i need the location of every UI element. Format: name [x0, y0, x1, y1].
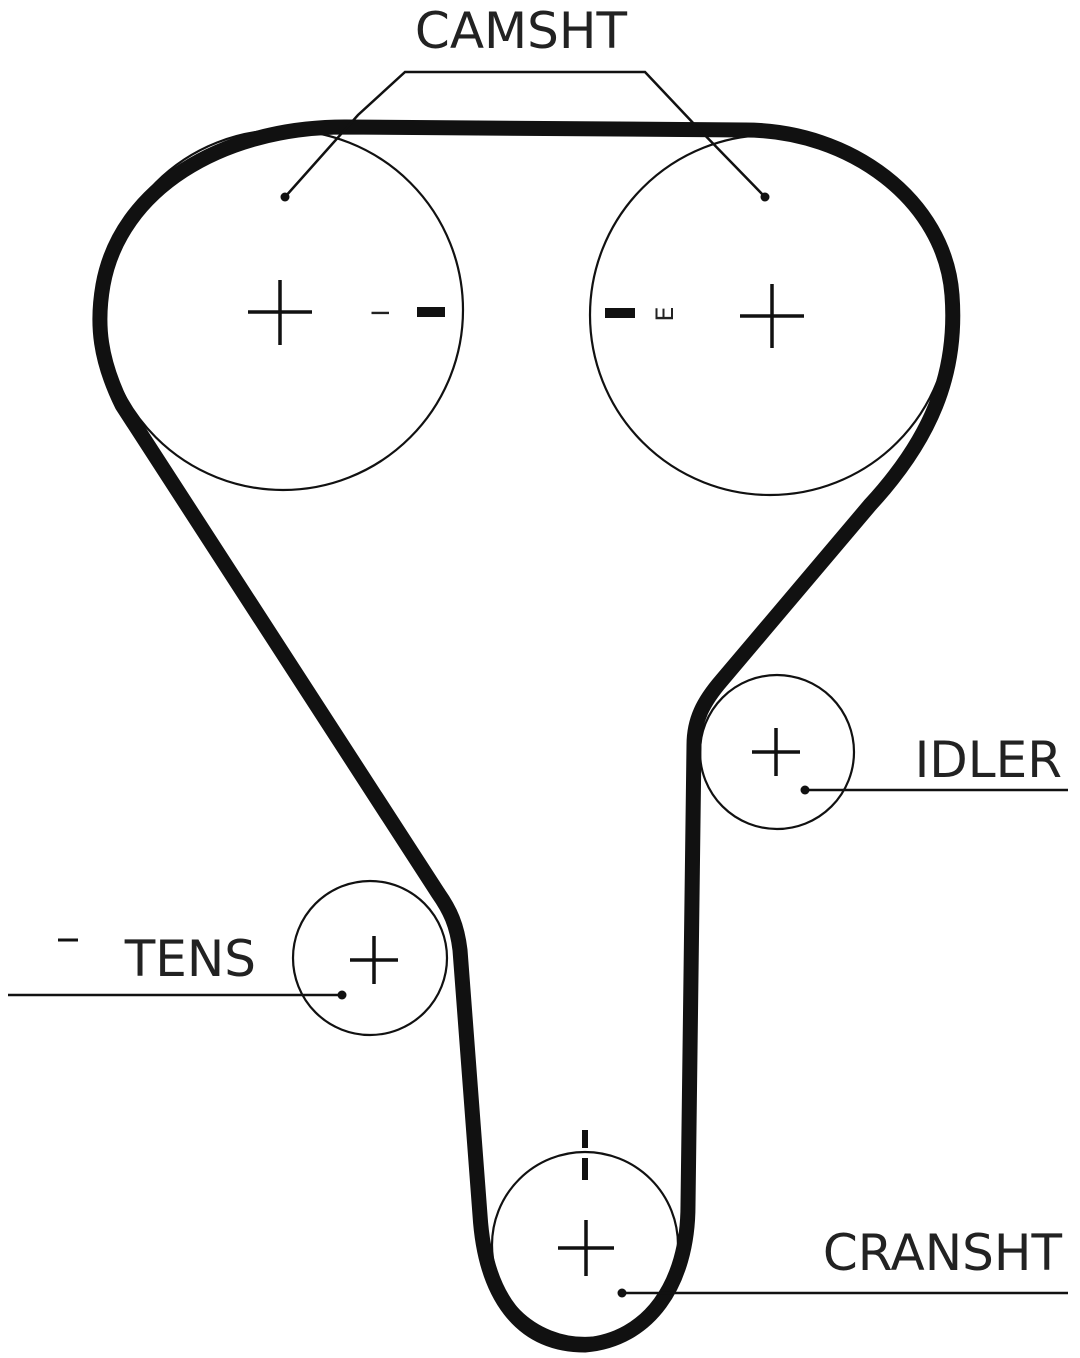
crankshaft-label: CRANSHT — [823, 1224, 1063, 1282]
tensioner-center-cross — [350, 936, 398, 984]
camshaft-leader — [284, 70, 766, 198]
crankshaft-center-cross — [558, 1220, 614, 1276]
idler-center-cross — [752, 728, 800, 776]
left-cam-center-cross — [248, 280, 312, 345]
tensioner-pulley — [291, 879, 449, 1037]
idler-label: IDLER — [915, 731, 1062, 789]
idler-leader-dot — [800, 785, 810, 795]
timing-belt — [92, 119, 961, 1353]
tensioner-leader-dot — [337, 990, 347, 1000]
tensioner-label: TENS — [124, 930, 256, 988]
right-cam-center-cross — [740, 284, 804, 348]
right-cam-timing-mark — [605, 308, 635, 318]
right-cam-mark-letter: E — [651, 306, 679, 321]
right-cam-leader-dot — [760, 192, 770, 202]
left-cam-mark-letter: I — [367, 309, 395, 316]
left-cam-leader-dot — [280, 192, 290, 202]
crankshaft-leader-dot — [617, 1288, 627, 1298]
camshaft-label: CAMSHT — [415, 2, 628, 60]
left-cam-timing-mark — [417, 307, 445, 317]
